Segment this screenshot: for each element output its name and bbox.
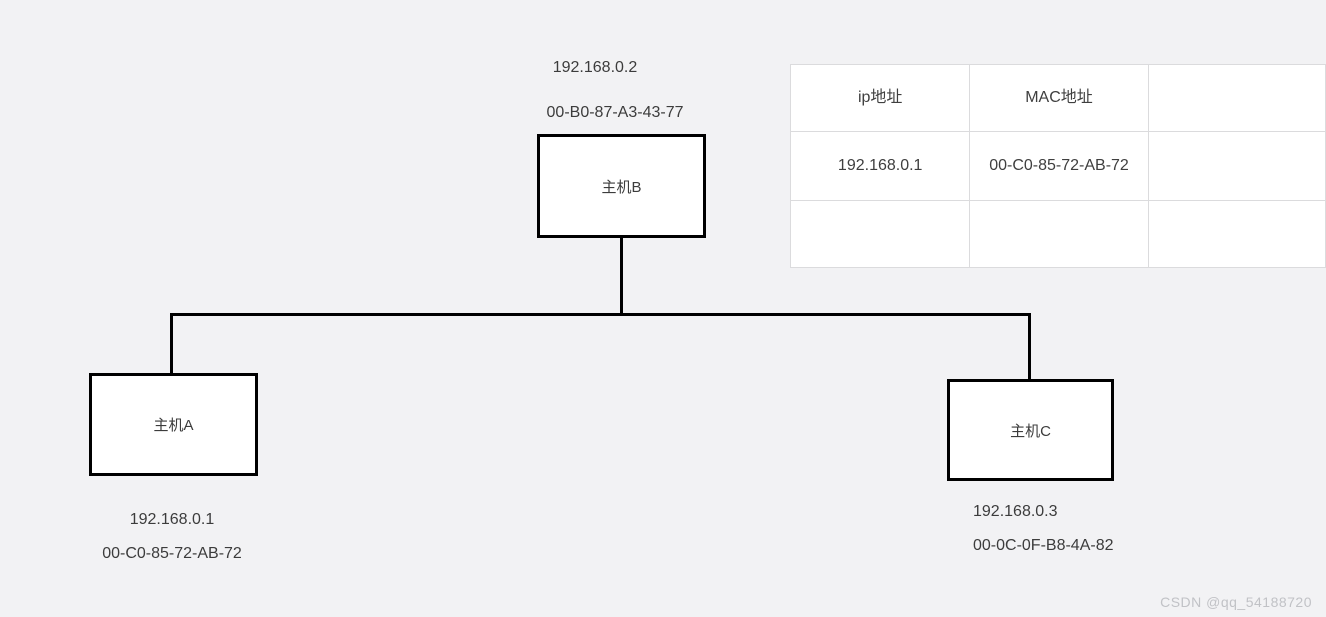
host-b-node: 主机B: [537, 134, 706, 238]
arp-table-cell-mac: 00-C0-85-72-AB-72: [969, 131, 1149, 201]
arp-table-cell-ip: 192.168.0.1: [789, 131, 971, 201]
host-a-name: 主机A: [153, 417, 194, 434]
host-b-ip-label: 192.168.0.2: [552, 59, 638, 76]
connector-host-b: [620, 238, 623, 316]
host-a-mac-label: 00-C0-85-72-AB-72: [102, 545, 242, 562]
host-b-mac-label: 00-B0-87-A3-43-77: [546, 104, 684, 121]
csdn-watermark: CSDN @qq_54188720: [1160, 594, 1312, 610]
host-c-mac-label: 00-0C-0F-B8-4A-82: [973, 537, 1114, 554]
arp-table-row: 192.168.0.1 00-C0-85-72-AB-72: [789, 131, 1326, 201]
connector-host-c: [1028, 313, 1031, 381]
host-c-ip-label: 192.168.0.3: [973, 503, 1058, 520]
host-b-name: 主机B: [601, 178, 642, 196]
host-c-node: 主机C: [947, 379, 1114, 481]
arp-table-header-mac: MAC地址: [969, 64, 1149, 132]
arp-table-cell-empty: [1147, 200, 1326, 268]
arp-table-cell-empty: [969, 200, 1149, 268]
arp-table-header-empty: [1147, 64, 1326, 132]
arp-table-cell-empty: [1147, 131, 1326, 201]
arp-table: ip地址 MAC地址 192.168.0.1 00-C0-85-72-AB-72: [789, 64, 1326, 268]
arp-table-cell-empty: [789, 200, 971, 268]
host-a-node: 主机A: [89, 373, 258, 476]
connector-host-a: [170, 313, 173, 375]
bus-line: [170, 313, 1031, 316]
arp-table-row: [789, 200, 1326, 268]
host-c-name: 主机C: [1010, 422, 1051, 440]
host-a-ip-label: 192.168.0.1: [129, 511, 215, 528]
arp-table-header-row: ip地址 MAC地址: [789, 64, 1326, 132]
arp-table-header-ip: ip地址: [789, 64, 971, 132]
